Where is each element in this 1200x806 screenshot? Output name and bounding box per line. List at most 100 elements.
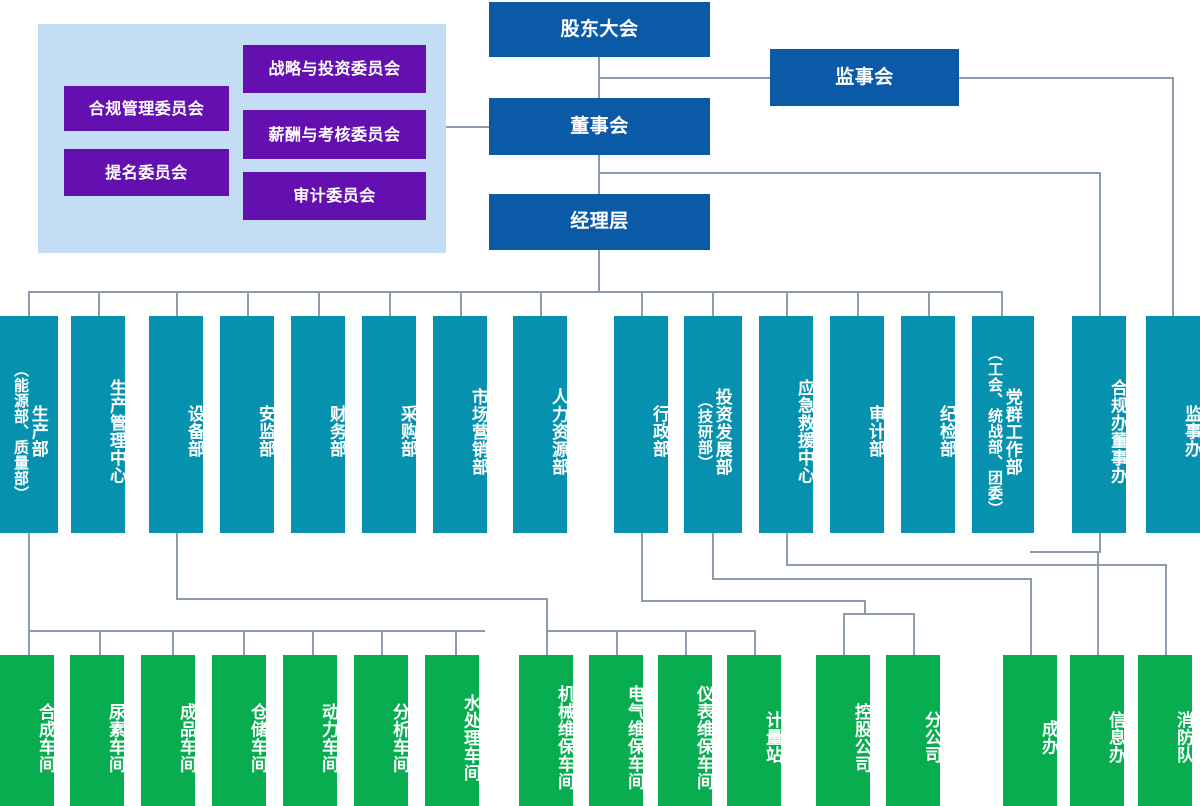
connector-equipment-run xyxy=(176,598,548,600)
department-box-human-resources[interactable]: 人力资源部 xyxy=(513,316,568,533)
department-box-administration[interactable]: 行政部 xyxy=(614,316,669,533)
connector-workshop-stem-5 xyxy=(312,630,314,656)
connector-admin-down xyxy=(864,600,866,614)
department-label: 财务部 xyxy=(326,405,346,458)
connector-workshop-bus xyxy=(28,630,485,632)
department-sublabel: （工会、统战部、团委） xyxy=(985,346,1004,517)
department-box-procurement[interactable]: 采购部 xyxy=(362,316,417,533)
department-label: 党群工作部 xyxy=(1001,387,1022,476)
department-label: 人力资源部 xyxy=(548,387,568,476)
connector-board-to-committees xyxy=(425,126,491,128)
connector-supervisory-bus-right xyxy=(958,77,1174,79)
department-box-safety-supervision[interactable]: 安监部 xyxy=(220,316,275,533)
unit-box-cheng-office[interactable]: 成办 xyxy=(1003,655,1058,806)
governance-box-management[interactable]: 经理层 xyxy=(489,194,710,250)
connector-management-to-dept-bus xyxy=(598,250,600,292)
unit-label: 仓储车间 xyxy=(247,702,267,773)
unit-box-warehouse-workshop[interactable]: 仓储车间 xyxy=(212,655,267,806)
connector-maintenance-stem-1 xyxy=(546,630,548,656)
connector-dept-stem-5 xyxy=(318,291,320,317)
department-box-emergency-rescue-center[interactable]: 应急救援中心 xyxy=(759,316,814,533)
unit-label: 成品车间 xyxy=(176,702,196,773)
committee-box-audit[interactable]: 审计委员会 xyxy=(243,172,426,220)
unit-box-instrument-maintenance-workshop[interactable]: 仪表维保车间 xyxy=(658,655,713,806)
connector-equipment-drop xyxy=(176,533,178,599)
vertical-label-group: 生产部 （能源部、质量部） xyxy=(0,316,58,533)
unit-label: 分析车间 xyxy=(389,702,409,773)
committee-box-strategy-investment[interactable]: 战略与投资委员会 xyxy=(243,45,426,93)
department-label: 生产部 xyxy=(27,405,48,458)
connector-workshop-stem-1 xyxy=(28,630,30,656)
department-box-production[interactable]: 生产部 （能源部、质量部） xyxy=(0,316,58,533)
connector-invest-drop xyxy=(712,533,714,580)
connector-subsidiary-stem-1 xyxy=(843,613,845,656)
connector-dept-stem-13 xyxy=(928,291,930,317)
connector-board-to-management xyxy=(598,155,600,195)
department-box-party-mass-work[interactable]: 党群工作部 （工会、统战部、团委） xyxy=(972,316,1034,533)
connector-subsidiary-bus xyxy=(843,613,915,615)
department-box-equipment[interactable]: 设备部 xyxy=(149,316,204,533)
governance-box-supervisory-board[interactable]: 监事会 xyxy=(770,49,959,106)
department-box-compliance-board-office[interactable]: 合规办董事办 xyxy=(1072,316,1127,533)
connector-maintenance-stem-4 xyxy=(754,630,756,656)
unit-label: 控股公司 xyxy=(851,702,871,773)
unit-box-electrical-maintenance-workshop[interactable]: 电气维保车间 xyxy=(589,655,644,806)
connector-emergency-drop xyxy=(786,533,788,566)
unit-box-holding-company[interactable]: 控股公司 xyxy=(816,655,871,806)
connector-workshop-stem-3 xyxy=(172,630,174,656)
unit-label: 仪表维保车间 xyxy=(693,685,713,790)
department-box-marketing[interactable]: 市场营销部 xyxy=(433,316,488,533)
connector-board-bus-right xyxy=(598,172,1101,174)
department-label: 安监部 xyxy=(255,405,275,458)
unit-box-water-treatment-workshop[interactable]: 水处理车间 xyxy=(425,655,480,806)
governance-box-shareholders-meeting[interactable]: 股东大会 xyxy=(489,2,710,57)
connector-workshop-stem-7 xyxy=(455,630,457,656)
department-box-production-management-center[interactable]: 生产管理中心 xyxy=(71,316,126,533)
connector-invest-run xyxy=(712,578,1032,580)
unit-box-metering-station[interactable]: 计量站 xyxy=(727,655,782,806)
committee-box-compliance-management[interactable]: 合规管理委员会 xyxy=(64,86,229,131)
connector-information-down xyxy=(1097,551,1099,656)
department-box-supervisory-office[interactable]: 监事办 xyxy=(1146,316,1200,533)
unit-box-urea-workshop[interactable]: 尿素车间 xyxy=(70,655,125,806)
unit-box-synthesis-workshop[interactable]: 合成车间 xyxy=(0,655,55,806)
unit-box-analysis-workshop[interactable]: 分析车间 xyxy=(354,655,409,806)
connector-maintenance-stem-3 xyxy=(685,630,687,656)
committee-box-nomination[interactable]: 提名委员会 xyxy=(64,149,229,196)
department-box-investment-development[interactable]: 投资发展部 （技研部） xyxy=(684,316,742,533)
connector-admin-run xyxy=(641,600,866,602)
department-box-finance[interactable]: 财务部 xyxy=(291,316,346,533)
department-label: 应急救援中心 xyxy=(794,379,814,484)
committee-label: 战略与投资委员会 xyxy=(268,59,401,79)
unit-box-branch-company[interactable]: 分公司 xyxy=(886,655,941,806)
unit-box-mechanical-maintenance-workshop[interactable]: 机械维保车间 xyxy=(519,655,574,806)
connector-admin-drop xyxy=(641,533,643,601)
unit-box-power-workshop[interactable]: 动力车间 xyxy=(283,655,338,806)
unit-box-information-office[interactable]: 信息办 xyxy=(1070,655,1125,806)
connector-dept-stem-7 xyxy=(460,291,462,317)
governance-label: 股东大会 xyxy=(560,17,639,40)
committee-label: 薪酬与考核委员会 xyxy=(268,124,401,144)
department-box-discipline-inspection[interactable]: 纪检部 xyxy=(901,316,956,533)
governance-label: 经理层 xyxy=(570,210,629,233)
connector-dept-stem-14 xyxy=(1001,291,1003,317)
department-box-audit[interactable]: 审计部 xyxy=(830,316,885,533)
connector-workshop-stem-4 xyxy=(243,630,245,656)
connector-workshop-stem-6 xyxy=(381,630,383,656)
connector-dept-stem-6 xyxy=(389,291,391,317)
connector-dept-stem-2 xyxy=(98,291,100,317)
connector-maintenance-bus xyxy=(546,630,756,632)
unit-label: 计量站 xyxy=(762,711,782,764)
governance-box-board-of-directors[interactable]: 董事会 xyxy=(489,98,710,155)
connector-compliance-drop xyxy=(1099,533,1101,553)
vertical-label-group: 党群工作部 （工会、统战部、团委） xyxy=(972,316,1034,533)
unit-label: 动力车间 xyxy=(318,702,338,773)
unit-box-finished-product-workshop[interactable]: 成品车间 xyxy=(141,655,196,806)
unit-label: 消防队 xyxy=(1173,711,1193,764)
department-label: 监事办 xyxy=(1181,405,1200,458)
department-label: 合规办董事办 xyxy=(1107,379,1127,484)
committee-box-remuneration-assessment[interactable]: 薪酬与考核委员会 xyxy=(243,110,426,159)
vertical-label-group: 投资发展部 （技研部） xyxy=(684,316,742,533)
committee-label: 审计委员会 xyxy=(293,186,376,206)
unit-box-fire-brigade[interactable]: 消防队 xyxy=(1138,655,1193,806)
